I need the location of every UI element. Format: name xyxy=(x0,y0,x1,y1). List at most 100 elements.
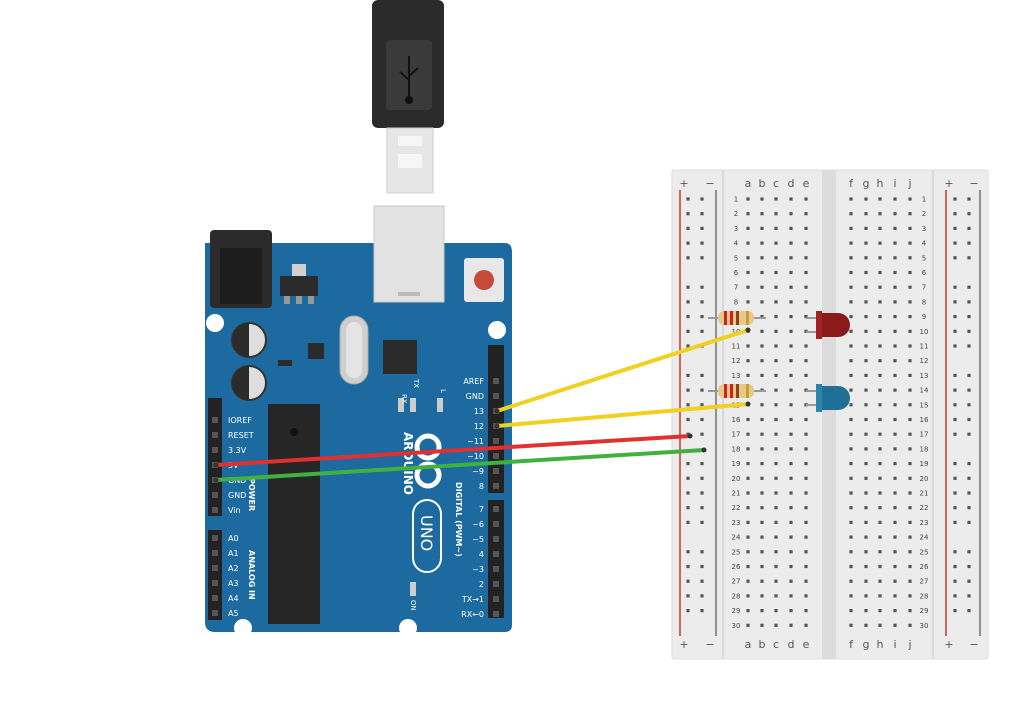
on-label: ON xyxy=(409,600,417,611)
rail-minus-label: − xyxy=(969,177,978,190)
resistor-row-9[interactable] xyxy=(708,311,766,325)
pin-hole[interactable] xyxy=(212,432,218,438)
wires[interactable] xyxy=(213,327,751,483)
pin-hole[interactable] xyxy=(493,551,499,557)
wire-end xyxy=(213,477,219,483)
pin-label: ~10 xyxy=(467,452,484,461)
pin-hole[interactable] xyxy=(493,596,499,602)
digital-title: DIGITAL (PWM~) xyxy=(454,482,463,557)
wire[interactable] xyxy=(214,434,692,467)
rail-plus-label: + xyxy=(944,638,953,651)
led-blue[interactable] xyxy=(806,384,850,412)
pin-label: ~9 xyxy=(472,467,484,476)
pin-hole[interactable] xyxy=(493,611,499,617)
wire[interactable] xyxy=(214,448,706,482)
row-number: 26 xyxy=(732,563,741,571)
row-number: 10 xyxy=(920,328,929,336)
row-number: 7 xyxy=(734,284,738,292)
wire[interactable] xyxy=(495,402,750,428)
pin-hole[interactable] xyxy=(212,550,218,556)
wire-end xyxy=(745,401,751,407)
rail-minus-label: − xyxy=(969,638,978,651)
row-number: 23 xyxy=(732,519,741,527)
row-number: 19 xyxy=(732,460,741,468)
pin-hole[interactable] xyxy=(212,595,218,601)
wire-end xyxy=(701,447,707,453)
row-number: 28 xyxy=(920,592,929,600)
column-label: j xyxy=(907,638,911,651)
pin-label: GND xyxy=(228,491,246,500)
pin-hole[interactable] xyxy=(212,580,218,586)
usb-icon xyxy=(399,56,419,104)
arduino-board[interactable]: RX TX L ON ARDUINO UNO POWER ANALOG IN D… xyxy=(205,205,512,637)
pin-hole[interactable] xyxy=(212,610,218,616)
pin-hole[interactable] xyxy=(493,581,499,587)
model-text: UNO xyxy=(417,515,436,551)
row-number: 19 xyxy=(920,460,929,468)
brand-text: ARDUINO xyxy=(401,432,415,495)
row-number: 27 xyxy=(920,578,929,586)
breadboard-holes[interactable] xyxy=(686,197,971,627)
column-label: i xyxy=(893,638,896,651)
breadboard-row-numbers: 1122334455667788991010111112121313141415… xyxy=(732,196,929,630)
row-number: 8 xyxy=(734,298,738,306)
pin-label: 7 xyxy=(479,505,484,514)
column-label: d xyxy=(788,638,795,651)
column-label: c xyxy=(773,177,779,190)
pin-hole[interactable] xyxy=(493,393,499,399)
row-number: 29 xyxy=(920,607,929,615)
rail-minus-label: − xyxy=(705,638,714,651)
pin-label: 13 xyxy=(474,407,484,416)
pin-hole[interactable] xyxy=(493,378,499,384)
row-number: 29 xyxy=(732,607,741,615)
pin-hole[interactable] xyxy=(493,468,499,474)
pin-hole[interactable] xyxy=(493,566,499,572)
pin-hole[interactable] xyxy=(212,417,218,423)
column-label: i xyxy=(893,177,896,190)
wire-end xyxy=(213,462,219,468)
pin-hole[interactable] xyxy=(493,506,499,512)
pin-label: 8 xyxy=(479,482,484,491)
pin-hole[interactable] xyxy=(212,565,218,571)
led-red[interactable] xyxy=(806,311,850,339)
row-number: 18 xyxy=(920,445,929,453)
column-label: h xyxy=(877,638,884,651)
row-number: 1 xyxy=(922,196,926,204)
pin-label: A3 xyxy=(228,579,239,588)
pin-label: 12 xyxy=(474,422,484,431)
row-number: 13 xyxy=(920,372,929,380)
pin-hole[interactable] xyxy=(212,535,218,541)
pin-hole[interactable] xyxy=(212,447,218,453)
pin-hole[interactable] xyxy=(212,492,218,498)
rail-minus-label: − xyxy=(705,177,714,190)
l-label: L xyxy=(439,389,447,393)
row-number: 5 xyxy=(922,254,926,262)
pin-hole[interactable] xyxy=(493,453,499,459)
pin-hole[interactable] xyxy=(212,507,218,513)
pin-label: A5 xyxy=(228,609,239,618)
pin-label: TX→1 xyxy=(461,595,484,604)
pin-hole[interactable] xyxy=(493,521,499,527)
pin-label: Vin xyxy=(228,506,241,515)
rx-label: RX xyxy=(400,394,408,404)
microcontroller-chip xyxy=(268,404,320,624)
pin-label: ~11 xyxy=(467,437,484,446)
row-number: 11 xyxy=(920,343,929,351)
row-number: 6 xyxy=(922,269,927,277)
pin-hole[interactable] xyxy=(493,536,499,542)
pin-hole[interactable] xyxy=(493,483,499,489)
resistor-row-14[interactable] xyxy=(708,384,766,398)
column-label: g xyxy=(863,638,870,651)
row-number: 28 xyxy=(732,592,741,600)
row-number: 27 xyxy=(732,578,741,586)
row-number: 4 xyxy=(922,240,927,248)
pin-hole[interactable] xyxy=(493,438,499,444)
column-label: h xyxy=(877,177,884,190)
column-label: e xyxy=(803,177,810,190)
row-number: 15 xyxy=(920,401,929,409)
pin-label: ~6 xyxy=(472,520,484,529)
wire[interactable] xyxy=(495,328,750,413)
